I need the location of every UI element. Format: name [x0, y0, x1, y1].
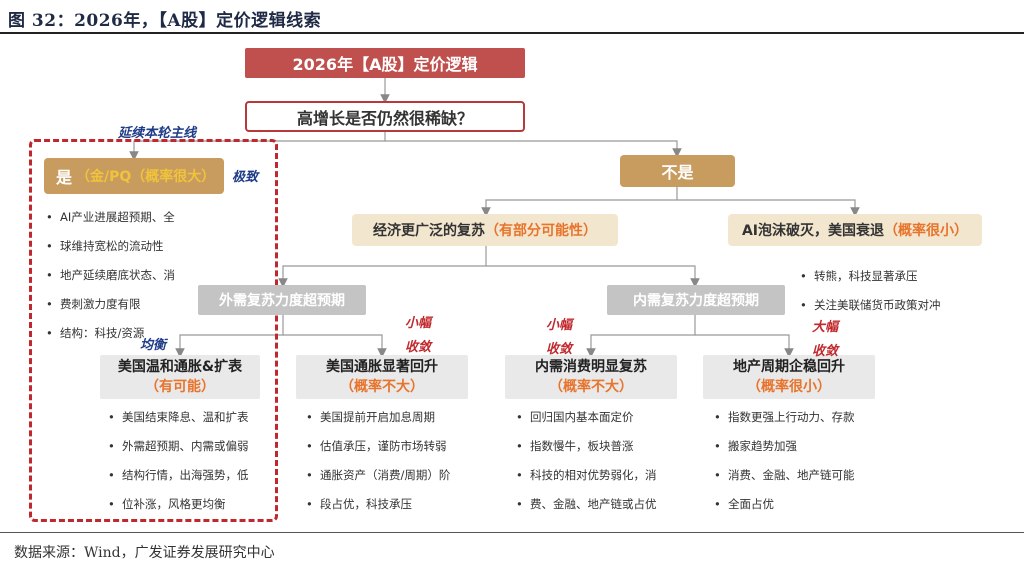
list-item: 消费、金融、地产链可能 [714, 461, 914, 490]
list-item: 结构行情，出海强势，低 [108, 461, 278, 490]
econ-label: 经济更广泛的复苏 [373, 223, 485, 239]
case-title: 内需消费明显复苏 [535, 359, 647, 375]
yes-bullet-list: AI产业进展超预期、全 球维持宽松的流动性 地产延续磨底状态、消 费刺激力度有限… [46, 203, 246, 348]
annotation-small-2a: 小幅 [546, 318, 573, 333]
top-rule [0, 32, 1024, 34]
source-note: 数据来源：Wind，广发证券发展研究中心 [14, 545, 275, 561]
list-item: 全面占优 [714, 490, 914, 519]
case-title: 美国通胀显著回升 [326, 359, 438, 375]
case-prob: （概率很小） [747, 379, 831, 395]
list-item: 费、金融、地产链或占优 [516, 490, 706, 519]
case-3-bullets: 回归国内基本面定价 指数慢牛，板块普涨 科技的相对优势弱化，消 费、金融、地产链… [516, 403, 706, 519]
list-item: AI产业进展超预期、全 [46, 203, 246, 232]
internal-demand-box: 内需复苏力度超预期 [607, 285, 785, 315]
yes-label: 是 [56, 168, 73, 187]
bottom-rule [0, 532, 1024, 533]
list-item: 费刺激力度有限 [46, 290, 246, 319]
no-box: 不是 [620, 155, 735, 187]
list-item: 搬家趋势加强 [714, 432, 914, 461]
case-4-bullets: 指数更强上行动力、存款 搬家趋势加强 消费、金融、地产链可能 全面占优 [714, 403, 914, 519]
annotation-extreme: 极致 [232, 170, 259, 185]
case-prob: （有可能） [145, 379, 215, 395]
case-1-bullets: 美国结束降息、温和扩表 外需超预期、内需或偏弱 结构行情，出海强势，低 位补涨，… [108, 403, 278, 519]
list-item: 科技的相对优势弱化，消 [516, 461, 706, 490]
list-item: 关注美联储货币政策对冲 [800, 291, 1010, 320]
list-item: 美国提前开启加息周期 [306, 403, 496, 432]
annotation-big-a: 大幅 [812, 320, 839, 335]
highlight-dashed-frame [29, 139, 278, 522]
list-item: 通胀资产（消费/周期）阶 [306, 461, 496, 490]
list-item: 回归国内基本面定价 [516, 403, 706, 432]
case-box-3: 内需消费明显复苏 （概率不大） [505, 355, 677, 399]
list-item: 球维持宽松的流动性 [46, 232, 246, 261]
list-item: 估值承压，谨防市场转弱 [306, 432, 496, 461]
case-box-2: 美国通胀显著回升 （概率不大） [296, 355, 468, 399]
ai-label: AI泡沫破灭，美国衰退 [741, 223, 885, 239]
case-box-1: 美国温和通胀&扩表 （有可能） [100, 355, 260, 399]
figure-title: 图 32：2026年，【A股】定价逻辑线索 [8, 11, 322, 31]
annotation-continue-mainline: 延续本轮主线 [118, 126, 197, 141]
ai-prob: （概率很小） [884, 223, 969, 239]
list-item: 美国结束降息、温和扩表 [108, 403, 278, 432]
yes-box: 是 （金/PQ（概率很大） [44, 158, 224, 194]
ai-bubble-box: AI泡沫破灭，美国衰退 （概率很小） [728, 214, 982, 246]
list-item: 段占优，科技承压 [306, 490, 496, 519]
annotation-small-1b: 收敛 [405, 340, 432, 355]
annotation-small-1a: 小幅 [405, 316, 432, 331]
econ-recovery-box: 经济更广泛的复苏 （有部分可能性） [352, 214, 618, 246]
list-item: 结构：科技/资源 [46, 319, 246, 348]
annotation-big-b: 收敛 [812, 344, 839, 359]
case-prob: （概率不大） [549, 379, 633, 395]
case-title: 美国温和通胀&扩表 [117, 359, 243, 375]
yes-sub: （金/PQ（概率很大） [76, 169, 216, 185]
list-item: 位补涨，风格更均衡 [108, 490, 278, 519]
ai-bullet-list: 转熊，科技显著承压 关注美联储货币政策对冲 [800, 262, 1010, 320]
list-item: 指数慢牛，板块普涨 [516, 432, 706, 461]
case-box-4: 地产周期企稳回升 （概率很小） [703, 355, 875, 399]
case-title: 地产周期企稳回升 [733, 359, 845, 375]
list-item: 转熊，科技显著承压 [800, 262, 1010, 291]
root-box: 2026年【A股】定价逻辑 [245, 48, 525, 78]
case-prob: （概率不大） [340, 379, 424, 395]
annotation-balanced: 均衡 [140, 338, 167, 353]
list-item: 地产延续磨底状态、消 [46, 261, 246, 290]
econ-prob: （有部分可能性） [485, 223, 597, 239]
case-2-bullets: 美国提前开启加息周期 估值承压，谨防市场转弱 通胀资产（消费/周期）阶 段占优，… [306, 403, 496, 519]
list-item: 外需超预期、内需或偏弱 [108, 432, 278, 461]
annotation-small-2b: 收敛 [546, 342, 573, 357]
question-box: 高增长是否仍然很稀缺？ [245, 101, 525, 132]
list-item: 指数更强上行动力、存款 [714, 403, 914, 432]
